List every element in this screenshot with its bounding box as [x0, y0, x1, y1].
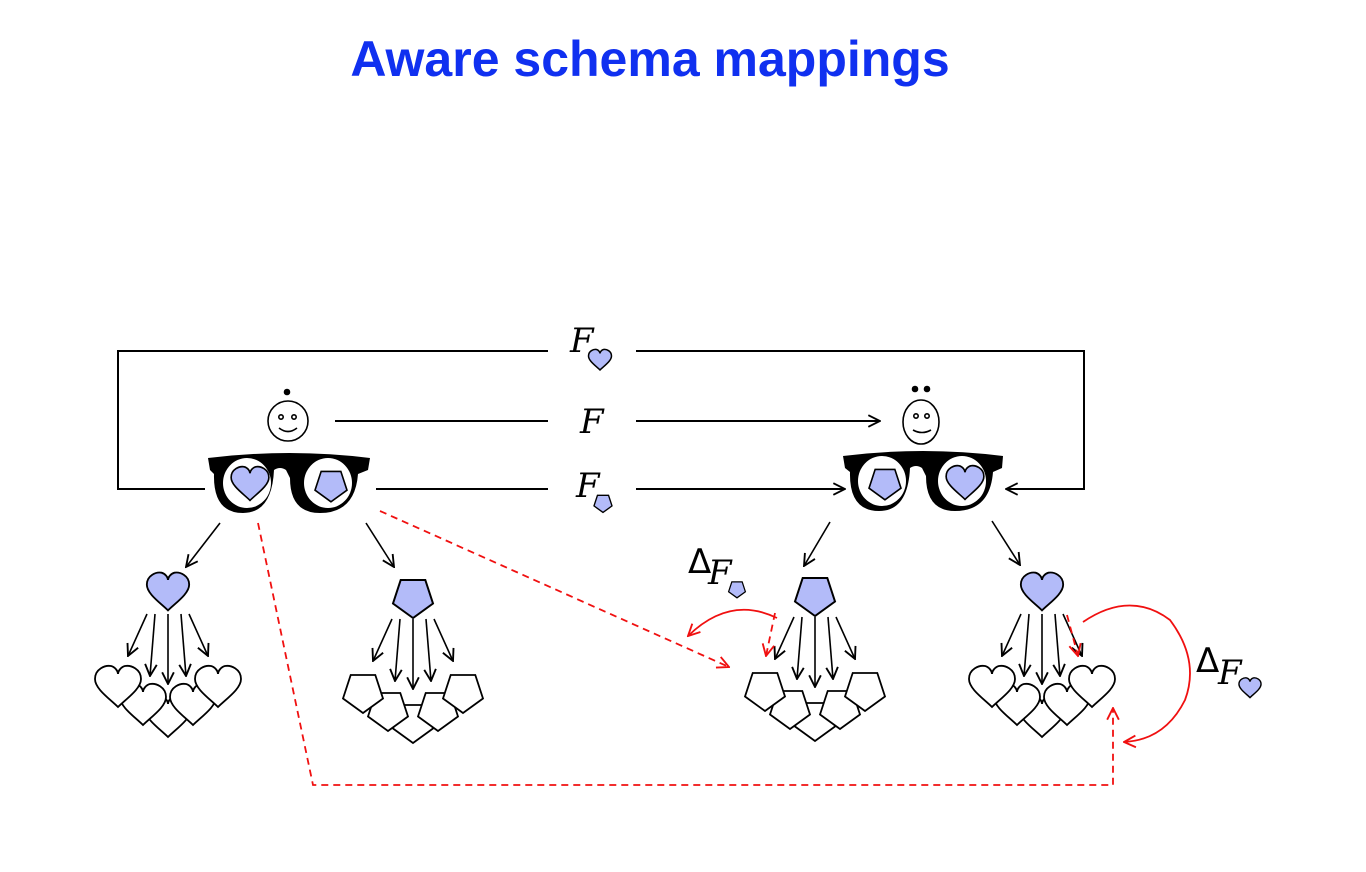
fan-arrow: [373, 618, 393, 661]
heart-icon: [587, 348, 613, 371]
glasses-right-icon: [843, 451, 1003, 511]
fan-arrow: [1055, 613, 1060, 676]
fan-arrow: [188, 613, 208, 656]
projection-arrows: [186, 520, 1020, 567]
source-heart-icon: [1019, 571, 1065, 612]
red-dashed-arrows: [257, 510, 1113, 786]
fan-arrow: [1062, 613, 1082, 656]
pentagon-icon: [593, 494, 613, 514]
pentagon-icon: [727, 581, 747, 599]
source-heart-icon: [145, 571, 191, 612]
source-pentagon-icon: [794, 577, 836, 617]
fan-arrow: [828, 616, 833, 679]
fan-arrow: [835, 616, 855, 659]
label-f: F: [579, 402, 605, 442]
smiley-right-icon: [902, 385, 940, 445]
delta-pentagon-label: Δ: [688, 542, 711, 582]
fan-arrow: [181, 613, 186, 676]
slide-title: Aware schema mappings: [350, 31, 950, 87]
delta-heart-label: Δ: [1196, 641, 1219, 681]
fan-arrow: [797, 616, 802, 679]
red-curved-arrows: [688, 604, 1191, 742]
source-pentagon-icon: [392, 579, 434, 619]
fan-arrow: [150, 613, 155, 676]
fan-arrow: [128, 613, 148, 656]
heart-icon: [1238, 677, 1262, 699]
fan-arrow: [395, 618, 400, 681]
delta-heart-sub: F: [1217, 653, 1243, 693]
fan-arrow: [775, 616, 795, 659]
fan-arrow: [426, 618, 431, 681]
glasses-left-icon: [208, 453, 370, 513]
delta-pentagon-sub: F: [707, 553, 733, 593]
mapping-f-heart: [117, 350, 1085, 489]
fan-arrow: [1024, 613, 1029, 676]
smiley-left-icon: [267, 388, 309, 442]
fan-arrow: [433, 618, 453, 661]
fan-arrow: [1002, 613, 1022, 656]
